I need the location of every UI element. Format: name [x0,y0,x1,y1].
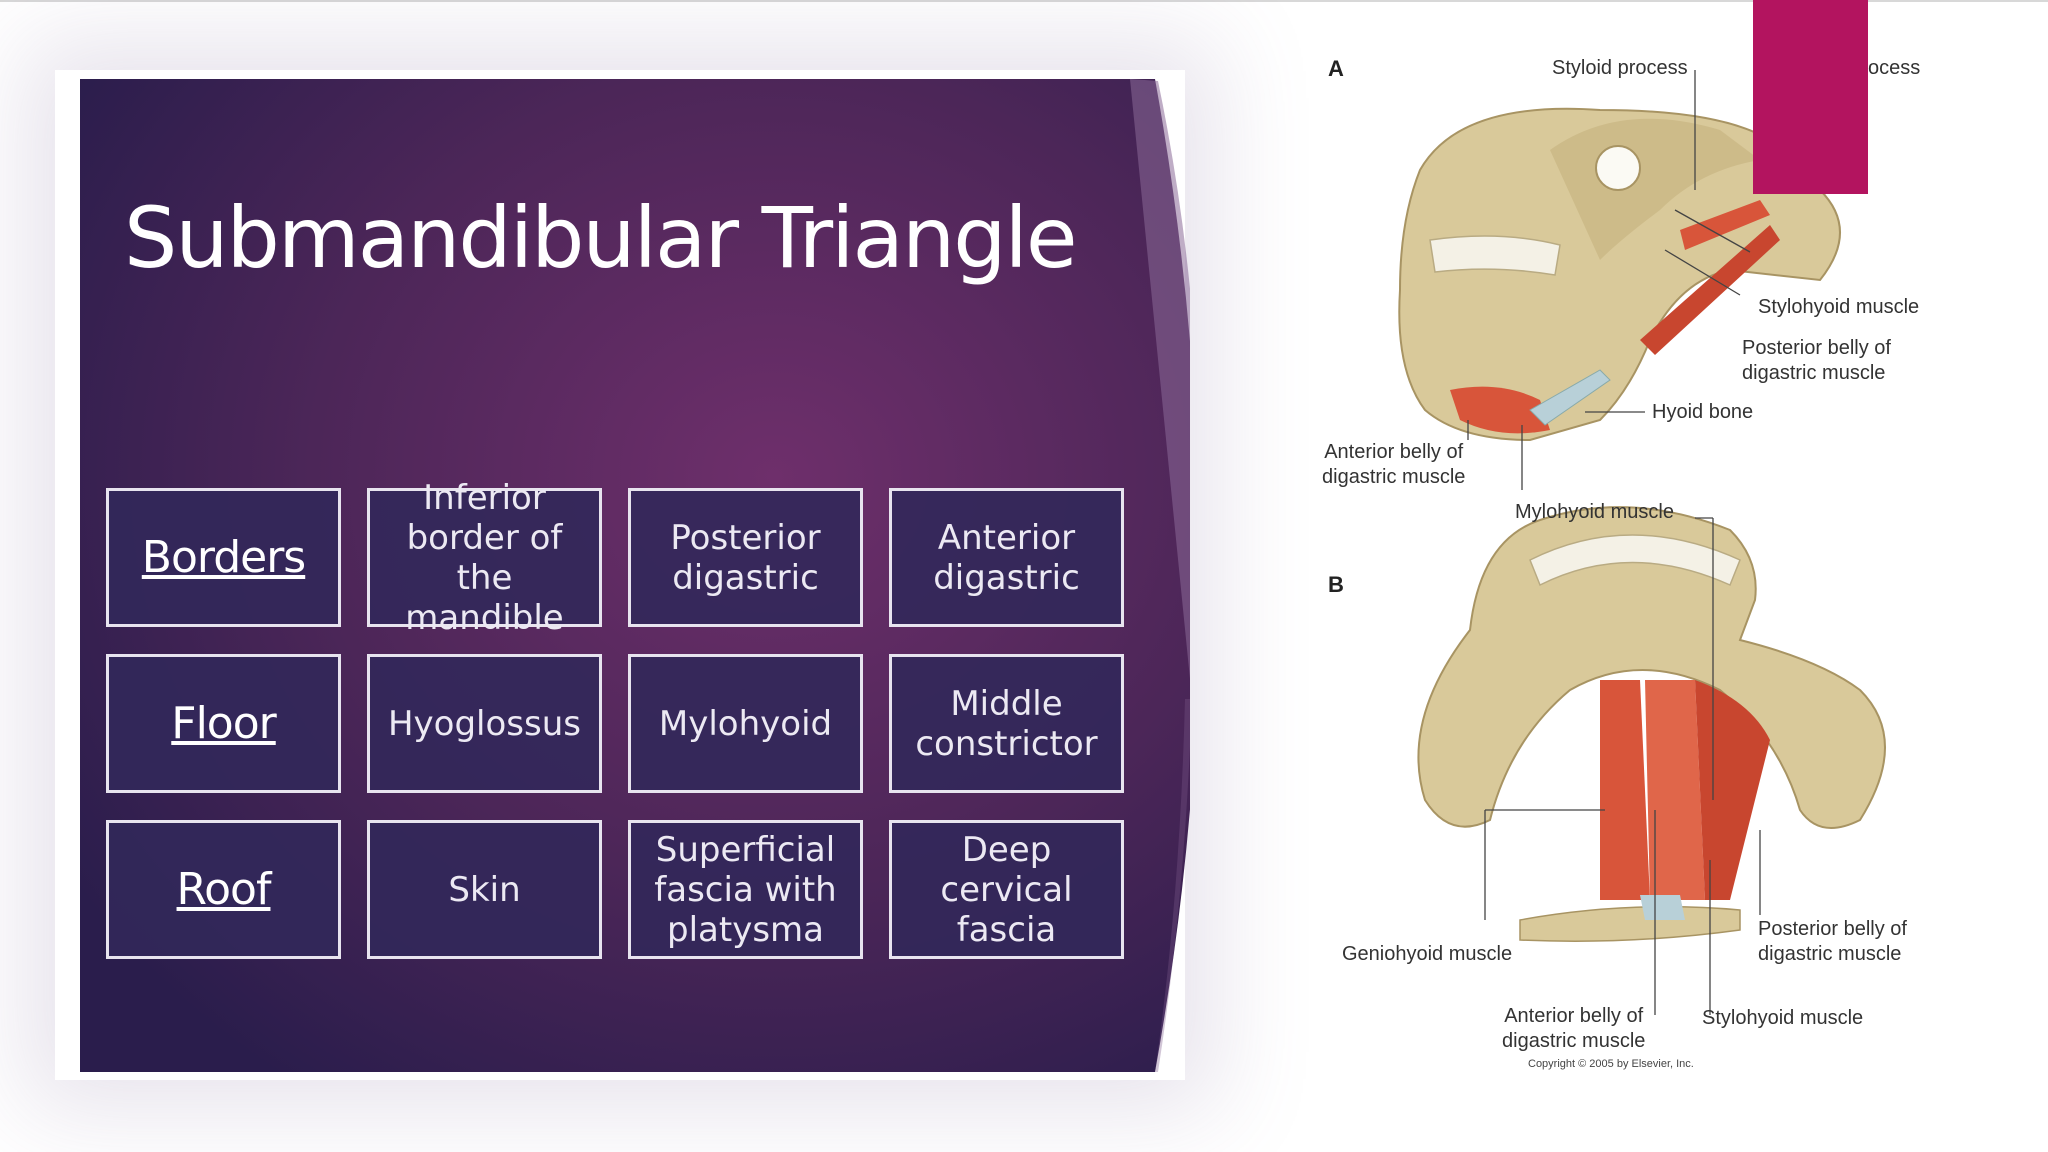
floor-cell-3: Middle constrictor [889,654,1124,793]
panel-a-illustration [1398,107,1841,442]
label-styloid-process: Styloid process [1552,57,1688,79]
floor-cell-2: Mylohyoid [628,654,863,793]
panel-label-b: B [1328,572,1344,597]
label-process-partial: ocess [1868,57,1921,79]
roof-cell-2: Superficial fascia with platysma [628,820,863,959]
roof-cell-1: Skin [367,820,602,959]
borders-cell-2: Posterior digastric [628,488,863,627]
label-posterior-belly-b: Posterior belly of digastric muscle [1758,918,1907,965]
panel-label-a: A [1328,56,1344,81]
panel-b-illustration [1417,506,1886,942]
label-anterior-belly-b: Anterior belly of digastric muscle [1502,1005,1646,1052]
label-posterior-belly-a: Posterior belly of digastric muscle [1742,337,1891,384]
slide-title: Submandibular Triangle [124,189,1078,287]
roof-cell-3: Deep cervical fascia [889,820,1124,959]
anatomy-illustration [1398,70,1886,1015]
floor-cell-1: Hyoglossus [367,654,602,793]
label-stylohyoid-b: Stylohyoid muscle [1702,1007,1864,1029]
label-stylohyoid-a: Stylohyoid muscle [1758,296,1920,318]
row-header-floor: Floor [106,654,341,793]
figure-copyright: Copyright © 2005 by Elsevier, Inc. [1528,1058,1694,1070]
label-hyoid-bone: Hyoid bone [1652,401,1754,423]
label-anterior-belly-a: Anterior belly of digastric muscle [1322,441,1466,488]
anatomy-figure: A B Styloid process ocess Stylohyoid mus… [1300,40,2000,1080]
borders-cell-1: Inferior border of the mandible [367,478,602,638]
borders-cell-3: Anterior digastric [889,488,1124,627]
row-header-borders: Borders [106,488,341,627]
label-leader-lines [1467,70,1761,1015]
label-mylohyoid: Mylohyoid muscle [1515,501,1674,523]
accent-bar [1753,0,1868,194]
top-border-line [0,0,2048,2]
row-header-roof: Roof [106,820,341,959]
label-geniohyoid: Geniohyoid muscle [1342,943,1513,965]
